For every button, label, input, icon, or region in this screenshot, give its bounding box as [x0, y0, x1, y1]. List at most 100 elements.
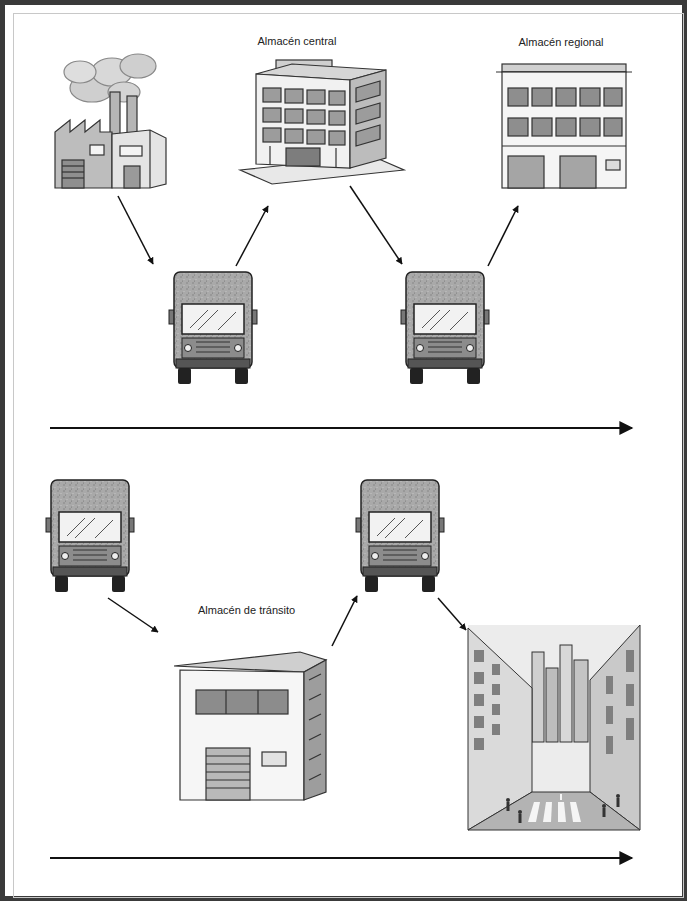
city-street-illustration [519, 814, 522, 823]
factory-illustration [62, 171, 84, 172]
city-street-illustration [492, 704, 500, 715]
truck-icons [169, 272, 257, 384]
factory-illustration [120, 146, 142, 156]
city-street-illustration [474, 716, 484, 728]
city-street-illustration [492, 724, 500, 735]
city-street-illustration [532, 652, 544, 742]
regional-warehouse-illustration [508, 88, 622, 136]
flow-arrows [438, 598, 466, 630]
transit-warehouse-illustration [206, 748, 250, 800]
transit-warehouse-illustration [309, 754, 321, 760]
city-street-illustration [506, 794, 620, 823]
central-warehouse-illustration [329, 131, 345, 145]
city-street-illustration [528, 802, 540, 822]
city-street-illustration [468, 625, 640, 830]
city-street-illustration [528, 802, 581, 822]
transit-warehouse-illustration [174, 652, 326, 672]
regional-warehouse-illustration [508, 88, 528, 106]
transit-warehouse-illustration [174, 652, 326, 800]
transit-warehouse-illustration [262, 752, 286, 766]
city-street-illustration [474, 738, 484, 750]
regional-warehouse-illustration [556, 88, 576, 106]
transit-warehouse-illustration [206, 763, 250, 764]
flow-arrows [108, 186, 518, 646]
transit-warehouse-illustration [206, 755, 250, 756]
city-street-illustration [474, 694, 484, 706]
transit-warehouse-illustration [309, 774, 321, 780]
regional-warehouse-illustration [496, 64, 632, 188]
flow-arrows [350, 186, 402, 264]
central-warehouse-illustration [263, 108, 281, 122]
flow-arrows [108, 598, 158, 632]
factory-illustration [149, 130, 150, 188]
city-street-illustration [468, 625, 640, 830]
regional-warehouse-illustration [580, 118, 600, 136]
transit-warehouse-illustration [196, 690, 288, 714]
city-street-illustration [602, 804, 606, 808]
regional-warehouse-illustration [508, 118, 528, 136]
warehouse-label: Almacén regional [516, 35, 609, 50]
city-street-illustration [603, 808, 606, 817]
regional-warehouse-illustration [532, 118, 552, 136]
regional-warehouse-illustration [580, 88, 600, 106]
city-street-illustration [558, 802, 566, 822]
flow-arrows [236, 206, 268, 266]
central-warehouse-illustration [285, 129, 303, 143]
regional-warehouse-illustration [502, 64, 626, 72]
node-label-text: Almacén de tránsito [198, 604, 298, 617]
city-street-illustration [468, 792, 640, 830]
warehouse-label: Almacén central [255, 34, 342, 49]
truck-icons [401, 272, 489, 384]
factory-illustration [110, 92, 120, 137]
city-street-illustration [560, 645, 572, 742]
central-warehouse-illustration [350, 70, 386, 168]
transit-warehouse-illustration [180, 670, 304, 800]
city-street-illustration [543, 802, 552, 822]
central-warehouse-illustration [329, 111, 345, 125]
regional-warehouse-illustration [604, 118, 622, 136]
city-street-illustration [570, 802, 581, 822]
city-street-illustration [492, 664, 500, 675]
flow-arrows [332, 596, 357, 646]
factory-illustration [90, 145, 104, 155]
regional-warehouse-illustration [502, 145, 626, 146]
city-street-illustration [606, 706, 613, 724]
factory-illustration [55, 120, 112, 188]
timeline-arrows [50, 857, 632, 859]
regional-warehouse-illustration [502, 72, 626, 188]
central-warehouse-illustration [356, 103, 380, 124]
transit-warehouse-illustration [309, 714, 321, 720]
transit-warehouse-illustration [225, 690, 226, 714]
truck-icons [46, 272, 489, 592]
central-warehouse-illustration [285, 109, 303, 123]
transit-warehouse-illustration [257, 690, 258, 714]
node-label-text: Almacén regional [519, 36, 606, 49]
central-warehouse-illustration [307, 130, 325, 144]
factory-illustration [64, 61, 96, 83]
transit-warehouse-illustration [206, 779, 250, 780]
factory-illustration [55, 54, 166, 188]
transit-warehouse-illustration [206, 771, 250, 772]
central-warehouse-illustration [263, 128, 281, 142]
city-street-illustration [616, 794, 620, 798]
regional-warehouse-illustration [560, 156, 596, 188]
city-street-illustration [546, 668, 558, 742]
factory-illustration [127, 96, 137, 137]
city-street-illustration [474, 650, 484, 662]
regional-warehouse-illustration [556, 118, 576, 136]
city-street-illustration [626, 684, 634, 706]
factory-illustration [112, 130, 166, 188]
central-warehouse-illustration [263, 88, 281, 102]
factory-illustration [124, 166, 140, 188]
city-street-illustration [506, 798, 510, 802]
timeline-arrows [50, 427, 632, 429]
regional-warehouse-illustration [532, 88, 552, 106]
truck-icons [46, 480, 134, 592]
factory-illustration [120, 54, 156, 78]
central-warehouse-illustration [329, 91, 345, 105]
city-street-illustration [606, 676, 613, 694]
regional-warehouse-illustration [606, 160, 620, 170]
factory-illustration [62, 177, 84, 178]
